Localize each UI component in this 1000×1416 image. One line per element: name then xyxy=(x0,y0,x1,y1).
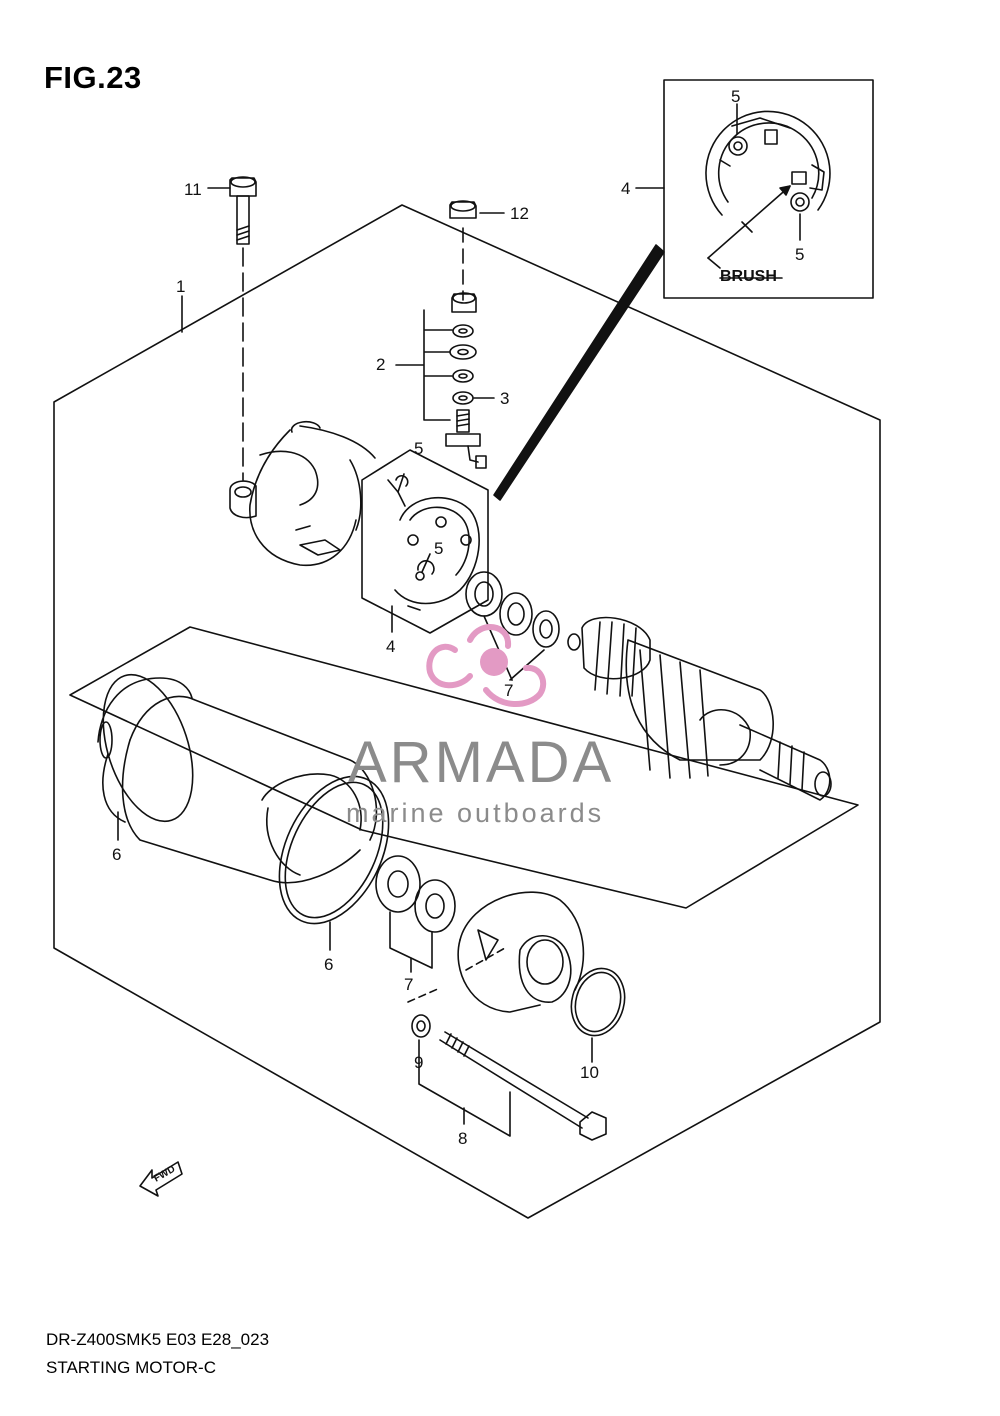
model-code: DR-Z400SMK5 E03 E28_023 xyxy=(46,1330,270,1349)
part-front-bracket xyxy=(457,891,585,1013)
part-washer-9 xyxy=(411,1014,431,1038)
watermark-logo-icon xyxy=(426,624,547,708)
part-bolt-11 xyxy=(229,176,257,245)
leader-lines xyxy=(117,103,801,951)
callout-2: 2 xyxy=(376,355,385,374)
callout-4-inset: 4 xyxy=(621,179,630,198)
part-o-ring-10 xyxy=(570,967,626,1037)
fwd-marker: FWD xyxy=(139,1161,183,1197)
watermark-tagline: marine outboards xyxy=(346,798,604,828)
inset-pointer xyxy=(493,244,665,501)
callout-7-upper: 7 xyxy=(504,681,513,700)
callout-6-left: 6 xyxy=(112,845,121,864)
inset-label: BRUSH xyxy=(720,268,777,285)
callout-5-inset-bottom: 5 xyxy=(795,245,804,264)
callout-11: 11 xyxy=(184,180,202,199)
watermark: ARMADA marine outboards xyxy=(346,624,614,828)
part-terminal-stack-2 xyxy=(449,292,477,405)
figure-title: FIG.23 xyxy=(44,60,142,95)
subassembly-frame xyxy=(69,626,859,909)
part-nut-12 xyxy=(449,200,477,219)
part-o-ring-6a xyxy=(102,673,194,823)
callout-10: 10 xyxy=(580,1063,599,1082)
part-washers-7-lower xyxy=(375,855,456,933)
part-brush-plate-4 xyxy=(361,449,489,634)
callout-12: 12 xyxy=(510,204,529,223)
callout-6-right: 6 xyxy=(324,955,333,974)
part-armature xyxy=(567,616,832,801)
callout-9: 9 xyxy=(414,1053,423,1072)
part-end-cover xyxy=(229,420,376,567)
part-terminal-bolt xyxy=(445,409,487,469)
figure-caption: STARTING MOTOR-C xyxy=(46,1358,216,1377)
callout-4: 4 xyxy=(386,637,395,656)
callout-1: 1 xyxy=(176,277,185,296)
dashed-separator xyxy=(407,987,441,1003)
fwd-label: FWD xyxy=(152,1164,177,1185)
inset-brush-holder xyxy=(705,110,831,279)
watermark-brand: ARMADA xyxy=(348,730,614,795)
callout-8: 8 xyxy=(458,1129,467,1148)
part-o-ring-6b xyxy=(278,775,390,925)
callout-5-inset-top: 5 xyxy=(731,87,740,106)
callout-3: 3 xyxy=(500,389,509,408)
callout-7-lower: 7 xyxy=(404,975,413,994)
callout-labels: 1 2 3 4 4 5 5 5 5 6 6 7 7 8 9 10 11 12 xyxy=(112,87,804,1148)
callout-5-lower: 5 xyxy=(434,539,443,558)
part-washers-7-upper xyxy=(465,571,560,648)
inset-box xyxy=(663,79,874,299)
assembly-frame xyxy=(53,204,881,1219)
part-through-bolt-8 xyxy=(439,1031,607,1141)
callout-5-upper: 5 xyxy=(414,439,423,458)
